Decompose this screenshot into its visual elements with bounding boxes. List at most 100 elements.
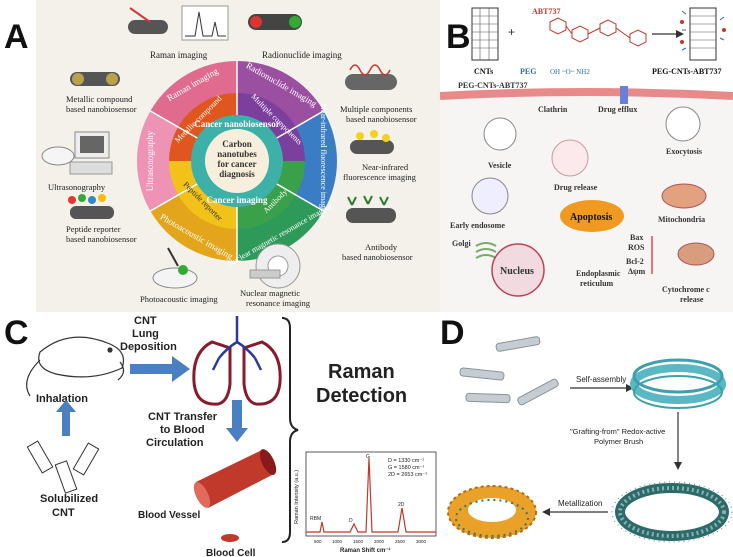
mitochondria-2	[677, 242, 715, 266]
peptide-illustration	[68, 194, 114, 219]
nmr-illustration	[249, 243, 301, 289]
plus-sign: +	[508, 25, 515, 39]
clathrin-label: Clathrin	[538, 105, 568, 114]
center-title-2: nanotubes	[217, 149, 257, 159]
legend-d: D = 1330 cm⁻¹	[388, 458, 424, 464]
vesicle	[483, 117, 517, 151]
panel-b-figure: + ABT737 CNTs PEG OH ~O~ NH2 PEG-CNTs-AB…	[440, 0, 733, 312]
deposition-label-3: Deposition	[120, 341, 177, 353]
raman-title-1: Raman	[328, 361, 395, 383]
er-label-2: reticulum	[580, 279, 614, 288]
inhalation-label: Inhalation	[36, 393, 88, 405]
radionuclide-illustration	[248, 14, 302, 30]
tick-500: 500	[314, 539, 322, 544]
metallized-ring	[447, 485, 537, 539]
exocytosis-vesicle	[665, 106, 701, 142]
label-nmr-2: resonance imaging	[246, 298, 311, 308]
metallization-label: Metallization	[558, 499, 602, 508]
outer-label-nir: Near-infrared fluorescence imaging	[319, 104, 328, 218]
center-title-4: diagnosis	[219, 169, 255, 179]
nir-illustration	[350, 130, 394, 154]
helical-ring	[630, 358, 726, 409]
panel-a-figure: Carbon nanotubes for cancer diagnosis Ca…	[36, 0, 440, 312]
label-multiple-1: Multiple components	[340, 104, 412, 114]
er-label-1: Endoplasmic	[576, 269, 621, 278]
peak-2d: 2D	[398, 502, 405, 508]
blood-vessel-illustration	[193, 449, 277, 508]
peg-cnt-product	[680, 7, 726, 61]
early-endosome	[471, 177, 509, 215]
transfer-label-2: to Blood	[160, 424, 205, 436]
cell-membrane	[440, 88, 733, 100]
golgi-shape	[475, 242, 497, 259]
deposition-label-1: CNT	[134, 315, 157, 327]
multiple-illustration	[345, 64, 397, 90]
outer-ring: Carbon nanotubes for cancer diagnosis Ca…	[137, 60, 337, 268]
ros-label: ROS	[628, 243, 645, 252]
vessel-label: Blood Vessel	[138, 510, 200, 521]
label-raman: Raman imaging	[150, 50, 208, 60]
tick-2500: 2500	[395, 539, 406, 544]
mitochondria	[661, 183, 707, 209]
golgi-label: Golgi	[452, 239, 471, 248]
solubilized-label-1: Solubilized	[40, 493, 98, 505]
peak-d: D	[349, 518, 353, 524]
cytochrome-label-2: release	[680, 295, 704, 304]
label-metallic-1: Metallic compound	[66, 94, 133, 104]
dpsi-label: Δψm	[628, 267, 646, 276]
apoptosis-burst	[560, 200, 624, 232]
spectrum-ylabel: Raman Intensity (a.u.)	[294, 470, 300, 524]
blood-cell	[221, 534, 239, 542]
bax-label: Bax	[630, 233, 643, 242]
legend-2d: 2D = 2653 cm⁻¹	[388, 472, 427, 478]
exocytosis-label: Exocytosis	[666, 147, 702, 156]
solubilized-label-2: CNT	[52, 507, 75, 519]
antibody-illustration	[346, 195, 396, 223]
cytochrome-label-1: Cytochrome c	[662, 285, 710, 294]
label-radionuclide: Radionuclide imaging	[262, 50, 342, 60]
middle-ring-top: Cancer nanobiosensor	[194, 119, 280, 129]
drug-release-label: Drug release	[554, 183, 598, 192]
product-label: PEG-CNTs-ABT737	[652, 67, 722, 76]
peg-label: PEG	[520, 67, 536, 76]
spectrum-xlabel: Raman Shift cm⁻¹	[340, 547, 391, 554]
label-multiple-2: based nanobiosensor	[346, 114, 417, 124]
peg-cnt-cell-label: PEG-CNTs-ABT737	[458, 81, 528, 90]
transfer-label-1: CNT Transfer	[148, 411, 218, 423]
arrow-right-head	[172, 356, 190, 382]
panel-c: Inhalation Solubilized CNT CNT Lung Depo…	[0, 312, 440, 557]
early-endosome-label: Early endosome	[450, 221, 505, 230]
nanorods	[459, 336, 559, 406]
self-assembly-label: Self-assembly	[576, 375, 626, 384]
label-nir-1: Near-infrared	[362, 162, 409, 172]
label-metallic-2: based nanobiosensor	[66, 104, 137, 114]
tick-1000: 1000	[332, 539, 343, 544]
abt737-molecule	[549, 17, 647, 47]
solubilized-cnt-illustration	[26, 440, 100, 494]
efflux-pump	[620, 86, 628, 104]
deposition-label-2: Lung	[132, 328, 159, 340]
center-title-1: Carbon	[222, 139, 252, 149]
tick-3000: 3000	[416, 539, 427, 544]
nucleus-label: Nucleus	[500, 266, 534, 277]
panel-c-figure: Inhalation Solubilized CNT CNT Lung Depo…	[26, 315, 440, 557]
bracket	[281, 317, 299, 543]
label-antibody-1: Antibody	[365, 242, 398, 252]
cell-label: Blood Cell	[206, 548, 256, 557]
panel-b: + ABT737 CNTs PEG OH ~O~ NH2 PEG-CNTs-AB…	[440, 0, 733, 312]
panel-d: Self-assembly "Grafting-from" Redox-acti…	[440, 312, 733, 557]
panel-d-figure: Self-assembly "Grafting-from" Redox-acti…	[440, 312, 733, 557]
legend-g: G = 1580 cm⁻¹	[388, 465, 425, 471]
panel-letter-a: A	[4, 18, 29, 56]
label-nir-2: fluorescence imaging	[343, 172, 417, 182]
grafting-label-1: "Grafting-from" Redox-active	[570, 427, 665, 436]
panel-letter-d: D	[440, 314, 465, 352]
nucleus	[491, 243, 545, 297]
outer-label-ultrasonography: Ultrasonography	[145, 130, 155, 191]
lungs-illustration	[192, 316, 282, 406]
mitochondria-label: Mitochondria	[658, 215, 705, 224]
tick-2000: 2000	[374, 539, 385, 544]
arrow-right-shaft	[130, 364, 174, 374]
label-antibody-2: based nanobiosensor	[342, 252, 413, 262]
efflux-label: Drug efflux	[598, 105, 637, 114]
